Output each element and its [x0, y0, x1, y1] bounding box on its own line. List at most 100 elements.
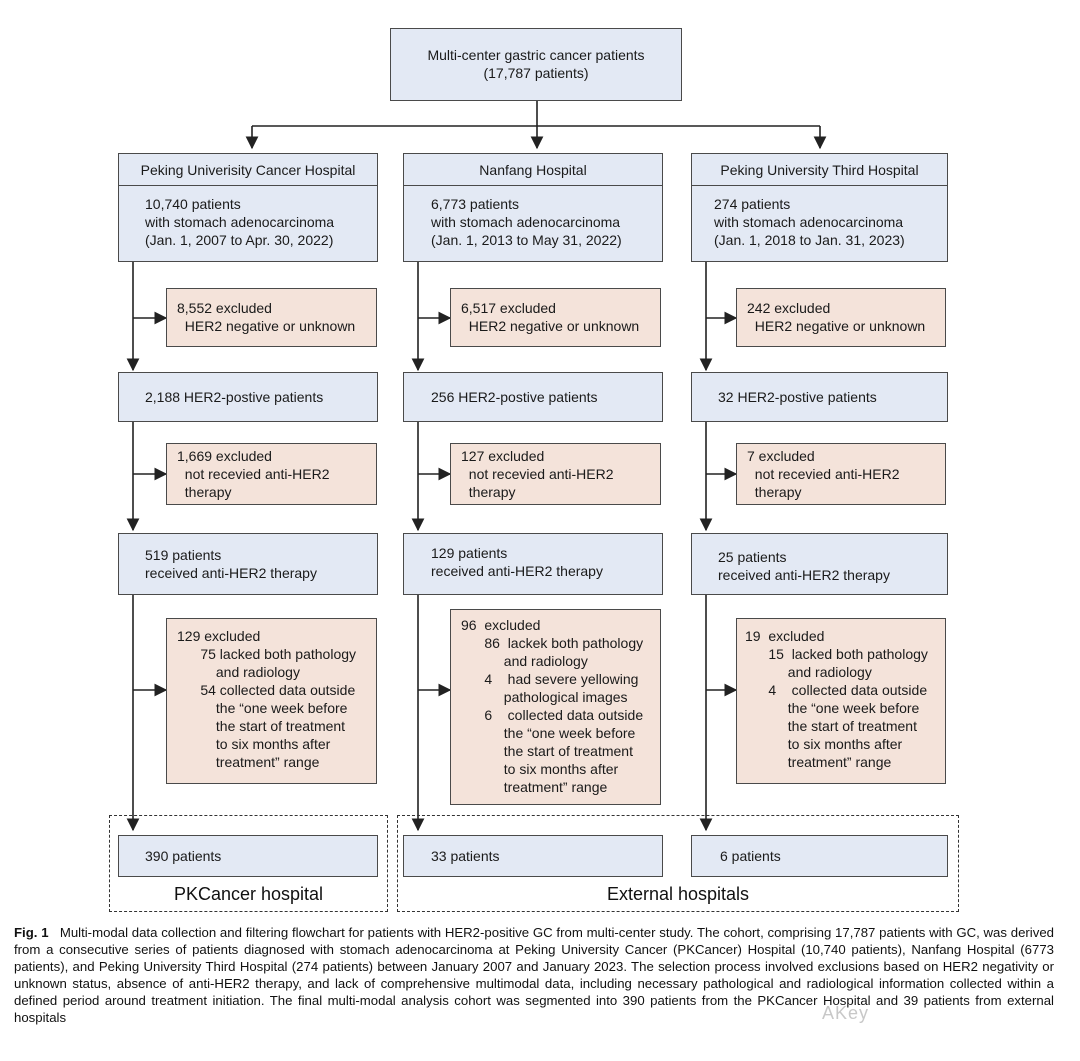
positive-box-third: 32 HER2-postive patients	[691, 372, 948, 422]
received-box-nanfang: 129 patients received anti-HER2 therapy	[403, 533, 663, 595]
top-line: (17,787 patients)	[483, 65, 589, 81]
caption-text: Multi-modal data collection and filterin…	[14, 925, 1054, 1025]
exclusion-line: 1,669 excluded	[177, 448, 272, 464]
initial-line: (Jan. 1, 2018 to Jan. 31, 2023)	[714, 232, 905, 248]
received-line: received anti-HER2 therapy	[145, 565, 317, 581]
group-pkcancer	[109, 815, 388, 912]
exclusion-line: not recevied anti-HER2	[461, 466, 614, 482]
initial-line: with stomach adenocarcinoma	[145, 214, 335, 230]
exclusion-line: 4 had severe yellowing	[461, 671, 639, 687]
received-line: received anti-HER2 therapy	[431, 563, 603, 579]
initial-line: with stomach adenocarcinoma	[431, 214, 621, 230]
exclusion-line: to six months after	[177, 736, 331, 752]
positive-count: 32 HER2-postive patients	[718, 389, 877, 405]
exclusion-line: and radiology	[177, 664, 300, 680]
initial-line: 6,773 patients	[431, 196, 519, 212]
exclusion-line: not recevied anti-HER2	[177, 466, 330, 482]
positive-count: 256 HER2-postive patients	[431, 389, 598, 405]
exclusion-line: 6 collected data outside	[461, 707, 644, 723]
exclusion-line: the start of treatment	[177, 718, 346, 734]
final-count: 33 patients	[431, 848, 500, 864]
exclusion-line: HER2 negative or unknown	[461, 318, 640, 334]
hospital-box-third: Peking University Third Hospital	[691, 153, 948, 186]
exclusion-line: the “one week before	[461, 725, 636, 741]
exclusion-box-therapy-third: 7 excluded not recevied anti-HER2 therap…	[736, 443, 946, 505]
exclusion-line: HER2 negative or unknown	[177, 318, 356, 334]
received-box-pkcancer: 519 patients received anti-HER2 therapy	[118, 533, 378, 595]
connector-arrows	[126, 101, 827, 832]
group-label-external: External hospitals	[606, 884, 750, 904]
exclusion-line: 4 collected data outside	[745, 682, 928, 698]
exclusion-line: and radiology	[461, 653, 588, 669]
exclusion-box-therapy-nanfang: 127 excluded not recevied anti-HER2 ther…	[450, 443, 661, 505]
exclusion-line: to six months after	[461, 761, 619, 777]
exclusion-box-therapy-pkcancer: 1,669 excluded not recevied anti-HER2 th…	[166, 443, 377, 505]
exclusion-line: 242 excluded	[747, 300, 831, 316]
hospital-name: Peking University Third Hospital	[720, 162, 919, 178]
exclusion-line: 54 collected data outside	[177, 682, 356, 698]
initial-line: with stomach adenocarcinoma	[714, 214, 904, 230]
exclusion-line: to six months after	[745, 736, 903, 752]
final-count: 390 patients	[145, 848, 222, 864]
exclusion-line: 127 excluded	[461, 448, 545, 464]
top-box: Multi-center gastric cancer patients (17…	[390, 28, 682, 101]
exclusion-line: the start of treatment	[461, 743, 633, 759]
exclusion-line: 6,517 excluded	[461, 300, 556, 316]
received-line: 25 patients	[718, 549, 787, 565]
exclusion-line: 8,552 excluded	[177, 300, 272, 316]
exclusion-line: therapy	[747, 484, 802, 500]
received-line: 519 patients	[145, 547, 222, 563]
initial-line: 274 patients	[714, 196, 791, 212]
exclusion-line: 86 lackek both pathology	[461, 635, 644, 651]
exclusion-line: 75 lacked both pathology	[177, 646, 357, 662]
exclusion-line: not recevied anti-HER2	[747, 466, 900, 482]
initial-line: 10,740 patients	[145, 196, 241, 212]
positive-box-nanfang: 256 HER2-postive patients	[403, 372, 663, 422]
exclusion-box-data-third: 19 excluded 15 lacked both pathology and…	[736, 618, 946, 784]
final-box-nanfang: 33 patients	[403, 835, 663, 877]
hospital-name: Peking Univerisity Cancer Hospital	[140, 162, 356, 178]
initial-line: (Jan. 1, 2007 to Apr. 30, 2022)	[145, 232, 334, 248]
exclusion-line: HER2 negative or unknown	[747, 318, 926, 334]
positive-box-pkcancer: 2,188 HER2-postive patients	[118, 372, 378, 422]
exclusion-line: 96 excluded	[461, 617, 541, 633]
exclusion-line: the “one week before	[177, 700, 348, 716]
final-box-third: 6 patients	[691, 835, 948, 877]
exclusion-line: therapy	[177, 484, 232, 500]
exclusion-box-her2-pkcancer: 8,552 excluded HER2 negative or unknown	[166, 288, 377, 347]
exclusion-line: 7 excluded	[747, 448, 815, 464]
received-box-third: 25 patients received anti-HER2 therapy	[691, 533, 948, 595]
initial-line: (Jan. 1, 2013 to May 31, 2022)	[431, 232, 622, 248]
initial-box-third: 274 patients with stomach adenocarcinoma…	[691, 185, 948, 262]
exclusion-line: the start of treatment	[745, 718, 917, 734]
exclusion-box-data-nanfang: 96 excluded 86 lackek both pathology and…	[450, 609, 661, 805]
exclusion-box-data-pkcancer: 129 excluded 75 lacked both pathology an…	[166, 618, 377, 784]
initial-box-pkcancer: 10,740 patients with stomach adenocarcin…	[118, 185, 378, 262]
hospital-name: Nanfang Hospital	[479, 162, 587, 178]
final-count: 6 patients	[720, 848, 781, 864]
exclusion-line: the “one week before	[745, 700, 920, 716]
final-box-pkcancer: 390 patients	[118, 835, 378, 877]
exclusion-line: 129 excluded	[177, 628, 261, 644]
exclusion-line: 19 excluded	[745, 628, 825, 644]
positive-count: 2,188 HER2-postive patients	[145, 389, 324, 405]
watermark: AKey	[822, 1003, 870, 1023]
exclusion-line: pathological images	[461, 689, 628, 705]
hospital-box-pkcancer: Peking Univerisity Cancer Hospital	[118, 153, 378, 186]
top-line: Multi-center gastric cancer patients	[427, 47, 645, 63]
exclusion-box-her2-third: 242 excluded HER2 negative or unknown	[736, 288, 946, 347]
received-line: received anti-HER2 therapy	[718, 567, 890, 583]
exclusion-line: treatment” range	[461, 779, 608, 795]
exclusion-line: and radiology	[745, 664, 872, 680]
exclusion-line: therapy	[461, 484, 516, 500]
exclusion-line: 15 lacked both pathology	[745, 646, 928, 662]
exclusion-line: treatment” range	[177, 754, 320, 770]
received-line: 129 patients	[431, 545, 508, 561]
caption-label: Fig. 1	[14, 925, 49, 940]
exclusion-box-her2-nanfang: 6,517 excluded HER2 negative or unknown	[450, 288, 661, 347]
hospital-box-nanfang: Nanfang Hospital	[403, 153, 663, 186]
figure-caption: Fig. 1 Multi-modal data collection and f…	[14, 924, 1054, 1026]
initial-box-nanfang: 6,773 patients with stomach adenocarcino…	[403, 185, 663, 262]
group-label-pkcancer: PKCancer hospital	[173, 884, 324, 904]
